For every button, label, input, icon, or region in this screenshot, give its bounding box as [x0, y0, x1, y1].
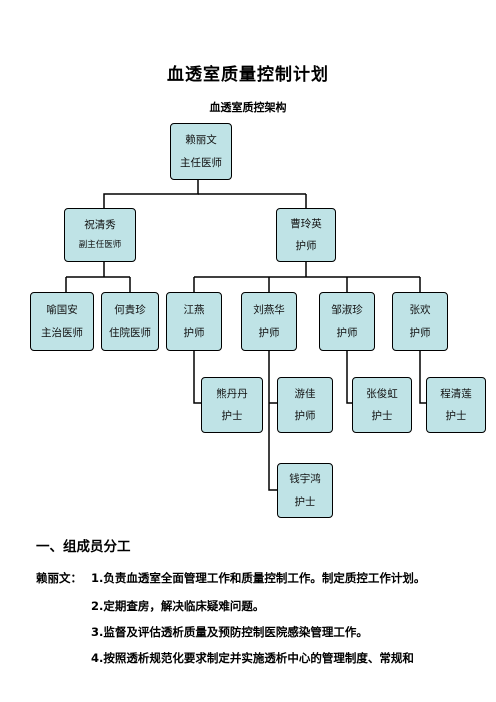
- org-node-role: 护师: [183, 326, 205, 339]
- org-node-l1-right: 曹玲英 护师: [276, 208, 336, 262]
- org-node-role: 护师: [294, 410, 316, 422]
- org-node-role: 护师: [258, 326, 280, 339]
- org-node-role: 护师: [336, 326, 358, 339]
- org-node-zhang: 张欢 护师: [392, 292, 448, 351]
- duty-item: 4.按照透析规范化要求制定并实施透析中心的管理制度、常规和: [91, 651, 414, 665]
- org-node-he: 何貴珍 住院医师: [101, 292, 159, 351]
- org-node-role: 副主任医师: [78, 240, 122, 251]
- org-node-role: 主治医师: [41, 326, 83, 339]
- org-node-jiang: 江燕 护师: [166, 292, 222, 351]
- org-node-name: 熊丹丹: [216, 387, 248, 400]
- org-node-role: 护师: [409, 326, 431, 339]
- org-node-name: 游佳: [294, 387, 316, 400]
- org-node-name: 曹玲英: [290, 217, 322, 230]
- org-node-role: 护士: [371, 410, 393, 422]
- org-node-zhangjh: 张俊虹 护士: [352, 377, 412, 433]
- duty-person-label: 赖丽文：: [36, 571, 82, 585]
- org-node-you: 游佳 护师: [277, 377, 333, 433]
- connector-root: [103, 180, 199, 208]
- org-node-cheng: 程清莲 护士: [426, 377, 486, 433]
- org-node-name: 邹淑珍: [331, 304, 363, 317]
- org-node-zou: 邹淑珍 护师: [319, 292, 375, 351]
- org-node-name: 钱宇鸿: [289, 473, 321, 486]
- org-node-liu: 刘燕华 护师: [241, 292, 297, 351]
- section-heading: 一、组成员分工: [36, 539, 131, 555]
- org-node-role: 护师: [295, 240, 317, 252]
- duty-item: 3.监督及评估透析质量及预防控制医院感染管理工作。: [91, 625, 368, 639]
- org-node-name: 赖丽文: [185, 134, 217, 147]
- duty-item: 2.定期查房，解决临床疑难问题。: [91, 599, 265, 613]
- connector-zhang-cheng: [419, 351, 426, 404]
- org-node-yu: 喻国安 主治医师: [30, 292, 94, 351]
- org-node-name: 何貴珍: [114, 304, 146, 317]
- document-title: 血透室质量控制计划: [167, 65, 329, 85]
- org-node-name: 刘燕华: [253, 304, 285, 317]
- org-node-qian: 钱宇鸿 护士: [277, 463, 333, 518]
- org-node-name: 程清莲: [440, 387, 472, 400]
- duty-item: 1.负责血透室全面管理工作和质量控制工作。制定质控工作计划。: [91, 571, 426, 585]
- org-node-role: 主任医师: [180, 156, 222, 169]
- org-node-root: 赖丽文 主任医师: [170, 123, 232, 180]
- org-node-l1-left: 祝清秀 副主任医师: [64, 208, 136, 262]
- org-node-xiong: 熊丹丹 护士: [201, 377, 263, 433]
- org-node-role: 护士: [445, 410, 467, 422]
- org-node-name: 张俊虹: [366, 387, 398, 400]
- org-node-role: 住院医师: [109, 326, 151, 339]
- org-node-name: 张欢: [409, 304, 431, 317]
- org-node-role: 护士: [221, 410, 243, 422]
- org-node-role: 护士: [294, 495, 316, 508]
- org-chart-subtitle: 血透室质控架构: [209, 101, 287, 114]
- org-node-name: 喻国安: [46, 304, 78, 317]
- connector-zou-zhangjh: [346, 351, 352, 404]
- connector-liu-children: [268, 351, 277, 491]
- connector-jiang-xiong: [193, 351, 201, 404]
- org-node-name: 祝清秀: [84, 219, 116, 232]
- org-node-name: 江燕: [183, 304, 205, 317]
